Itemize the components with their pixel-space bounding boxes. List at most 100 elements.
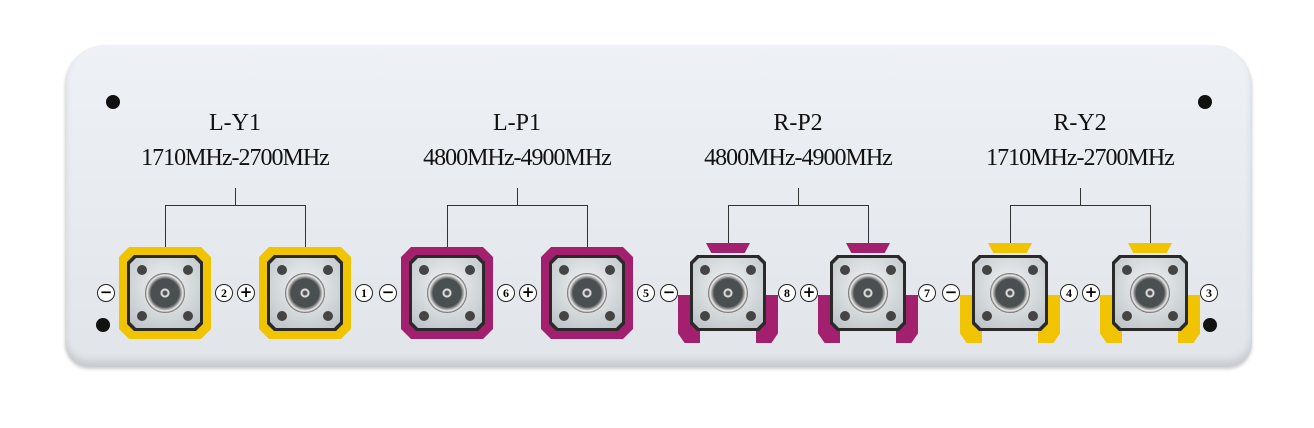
bracket-line bbox=[1080, 188, 1081, 205]
group-title: R-P2 bbox=[773, 110, 823, 136]
polarization-icon: − bbox=[942, 284, 960, 302]
port-number: 4 bbox=[1060, 284, 1078, 302]
screw-icon bbox=[982, 311, 992, 321]
screw-icon bbox=[559, 265, 569, 275]
color-tab bbox=[988, 243, 1032, 253]
bracket-line bbox=[1150, 205, 1151, 247]
polarization-icon: + bbox=[237, 284, 255, 302]
coax-jack-icon bbox=[1130, 273, 1170, 313]
screw-icon bbox=[746, 311, 756, 321]
port-number: 8 bbox=[778, 284, 796, 302]
screw-icon bbox=[605, 311, 615, 321]
bracket-line bbox=[235, 188, 236, 205]
screw-icon bbox=[183, 311, 193, 321]
port-group-l-y1: L-Y1 1710MHz-2700MHz − 2 + 1 bbox=[94, 0, 376, 428]
rf-connector-port-8: − 8 bbox=[660, 243, 796, 343]
screw-icon bbox=[465, 311, 475, 321]
coax-jack-icon bbox=[285, 273, 325, 313]
port-number: 2 bbox=[215, 284, 233, 302]
group-title: L-Y1 bbox=[209, 110, 261, 136]
rf-connector-port-3: + 3 bbox=[1082, 243, 1218, 343]
polarization-icon: + bbox=[800, 284, 818, 302]
frequency-range: 4800MHz-4900MHz bbox=[423, 145, 612, 171]
port-group-r-p2: R-P2 4800MHz-4900MHz − 8 bbox=[657, 0, 939, 428]
screw-icon bbox=[419, 311, 429, 321]
bracket-line bbox=[447, 205, 588, 206]
rf-connector-port-4: − 4 bbox=[942, 243, 1078, 343]
port-number: 3 bbox=[1200, 284, 1218, 302]
screw-icon bbox=[323, 311, 333, 321]
port-number: 1 bbox=[355, 284, 373, 302]
group-title: R-Y2 bbox=[1053, 110, 1107, 136]
frequency-range: 1710MHz-2700MHz bbox=[141, 145, 330, 171]
bracket-line bbox=[517, 188, 518, 205]
screw-icon bbox=[982, 265, 992, 275]
bracket-line bbox=[305, 205, 306, 247]
bracket-line bbox=[1010, 205, 1011, 247]
screw-icon bbox=[137, 265, 147, 275]
screw-icon bbox=[1122, 311, 1132, 321]
bracket-line bbox=[165, 205, 166, 247]
bracket-line bbox=[728, 205, 869, 206]
screw-icon bbox=[1168, 265, 1178, 275]
screw-icon bbox=[840, 265, 850, 275]
screw-icon bbox=[1168, 311, 1178, 321]
coax-jack-icon bbox=[567, 273, 607, 313]
bracket-line bbox=[165, 205, 306, 206]
screw-icon bbox=[559, 311, 569, 321]
coax-jack-icon bbox=[990, 273, 1030, 313]
color-tab bbox=[846, 243, 890, 253]
screw-icon bbox=[183, 265, 193, 275]
bracket-line bbox=[728, 205, 729, 247]
screw-icon bbox=[323, 265, 333, 275]
screw-icon bbox=[746, 265, 756, 275]
rf-connector-port-6: − 6 bbox=[379, 247, 515, 339]
port-group-l-p1: L-P1 4800MHz-4900MHz − 6 + 5 bbox=[376, 0, 658, 428]
screw-icon bbox=[1028, 265, 1038, 275]
coax-jack-icon bbox=[848, 273, 888, 313]
screw-icon bbox=[465, 265, 475, 275]
screw-icon bbox=[419, 265, 429, 275]
rf-connector-port-2: − 2 bbox=[97, 247, 233, 339]
port-number: 7 bbox=[918, 284, 936, 302]
port-number: 6 bbox=[497, 284, 515, 302]
mounting-hole bbox=[96, 318, 110, 332]
frequency-range: 4800MHz-4900MHz bbox=[704, 145, 893, 171]
bracket-line bbox=[1010, 205, 1151, 206]
color-tab bbox=[1128, 243, 1172, 253]
bracket-line bbox=[587, 205, 588, 247]
bracket-line bbox=[868, 205, 869, 247]
color-tab bbox=[706, 243, 750, 253]
screw-icon bbox=[277, 311, 287, 321]
mounting-hole bbox=[1198, 95, 1212, 109]
screw-icon bbox=[700, 265, 710, 275]
polarization-icon: − bbox=[660, 284, 678, 302]
bracket-line bbox=[447, 205, 448, 247]
polarization-icon: − bbox=[379, 284, 397, 302]
port-number: 5 bbox=[637, 284, 655, 302]
group-title: L-P1 bbox=[493, 110, 541, 136]
coax-jack-icon bbox=[145, 273, 185, 313]
mounting-hole bbox=[1203, 318, 1217, 332]
screw-icon bbox=[277, 265, 287, 275]
rf-connector-port-1: + 1 bbox=[237, 247, 373, 339]
screw-icon bbox=[886, 265, 896, 275]
screw-icon bbox=[840, 311, 850, 321]
port-group-r-y2: R-Y2 1710MHz-2700MHz − 4 bbox=[939, 0, 1221, 428]
screw-icon bbox=[700, 311, 710, 321]
frequency-range: 1710MHz-2700MHz bbox=[986, 145, 1175, 171]
screw-icon bbox=[886, 311, 896, 321]
screw-icon bbox=[1122, 265, 1132, 275]
coax-jack-icon bbox=[427, 273, 467, 313]
polarization-icon: + bbox=[1082, 284, 1100, 302]
bracket-line bbox=[798, 188, 799, 205]
screw-icon bbox=[137, 311, 147, 321]
rf-connector-port-7: + 7 bbox=[800, 243, 936, 343]
screw-icon bbox=[605, 265, 615, 275]
rf-connector-port-5: + 5 bbox=[519, 247, 655, 339]
polarization-icon: + bbox=[519, 284, 537, 302]
mounting-hole bbox=[106, 95, 120, 109]
screw-icon bbox=[1028, 311, 1038, 321]
polarization-icon: − bbox=[97, 284, 115, 302]
coax-jack-icon bbox=[708, 273, 748, 313]
